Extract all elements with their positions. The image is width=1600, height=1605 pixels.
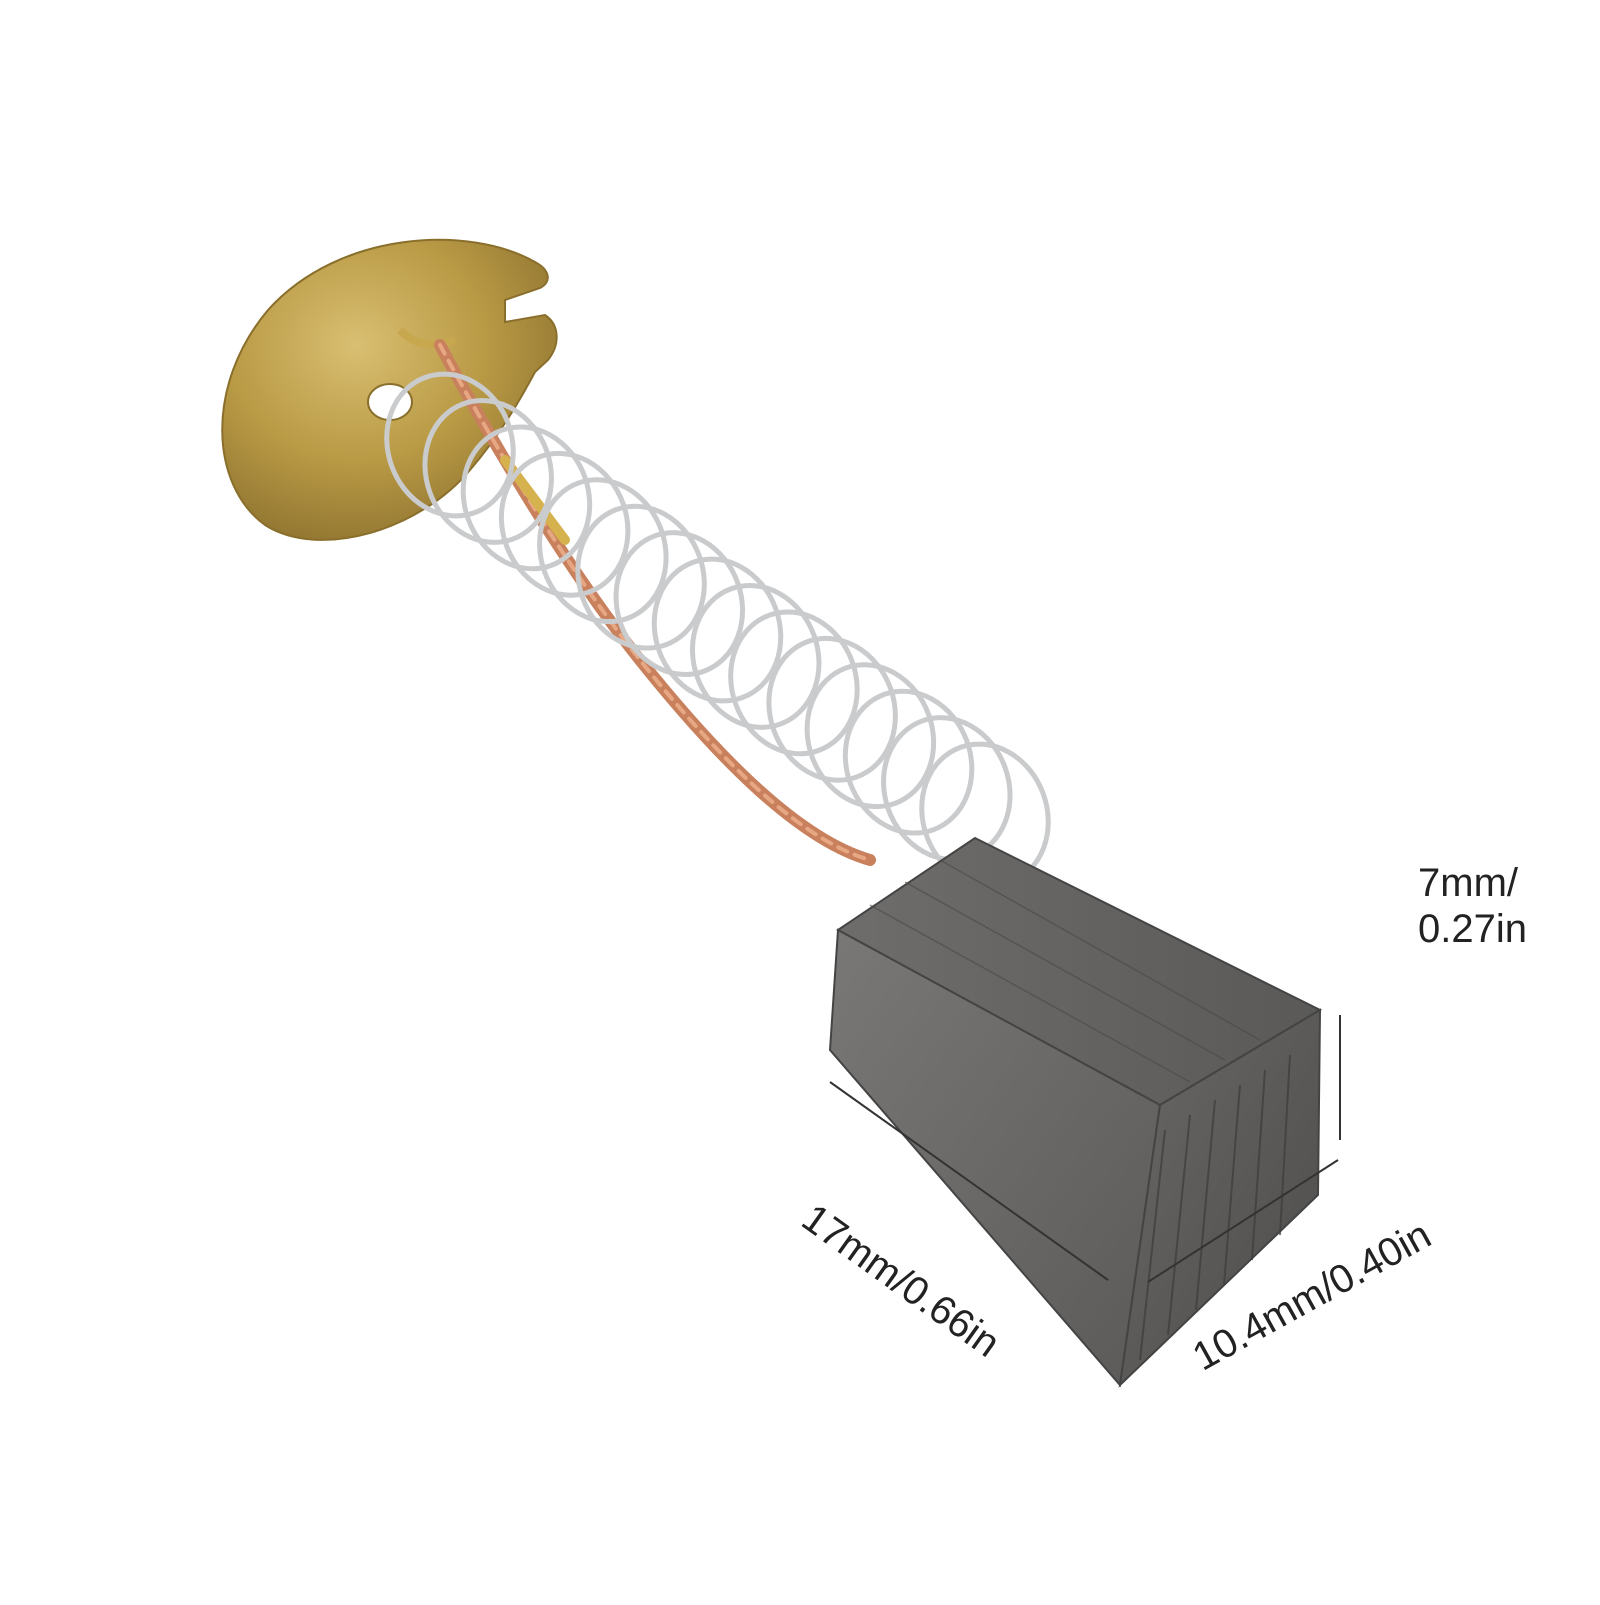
dimension-lines: [829, 1015, 1341, 1283]
spring-coil: [804, 662, 937, 810]
spring-coil: [689, 583, 822, 730]
spring-coil: [728, 609, 860, 757]
height-dimension-label: 7mm/ 0.27in: [1418, 860, 1578, 952]
spring-coil: [460, 424, 593, 572]
spring-coil: [422, 398, 554, 545]
spring-coil: [498, 450, 631, 598]
spring-coil: [881, 715, 1013, 862]
carbon-block: [828, 836, 1323, 1388]
spring-coil: [766, 635, 898, 783]
brass-terminal-plate: [221, 238, 558, 541]
spring-coil: [613, 530, 746, 677]
spring-coil: [384, 371, 516, 519]
height-in-text: 0.27in: [1418, 907, 1527, 951]
spring-coil: [537, 477, 669, 625]
length-dimension-line: [829, 1081, 1109, 1281]
height-mm-text: 7mm/: [1418, 861, 1518, 905]
compression-spring: [384, 371, 1051, 889]
width-dimension-line: [1147, 1159, 1339, 1283]
spring-coil: [651, 556, 784, 704]
spring-coil: [575, 503, 707, 651]
spring-coil: [842, 688, 975, 836]
